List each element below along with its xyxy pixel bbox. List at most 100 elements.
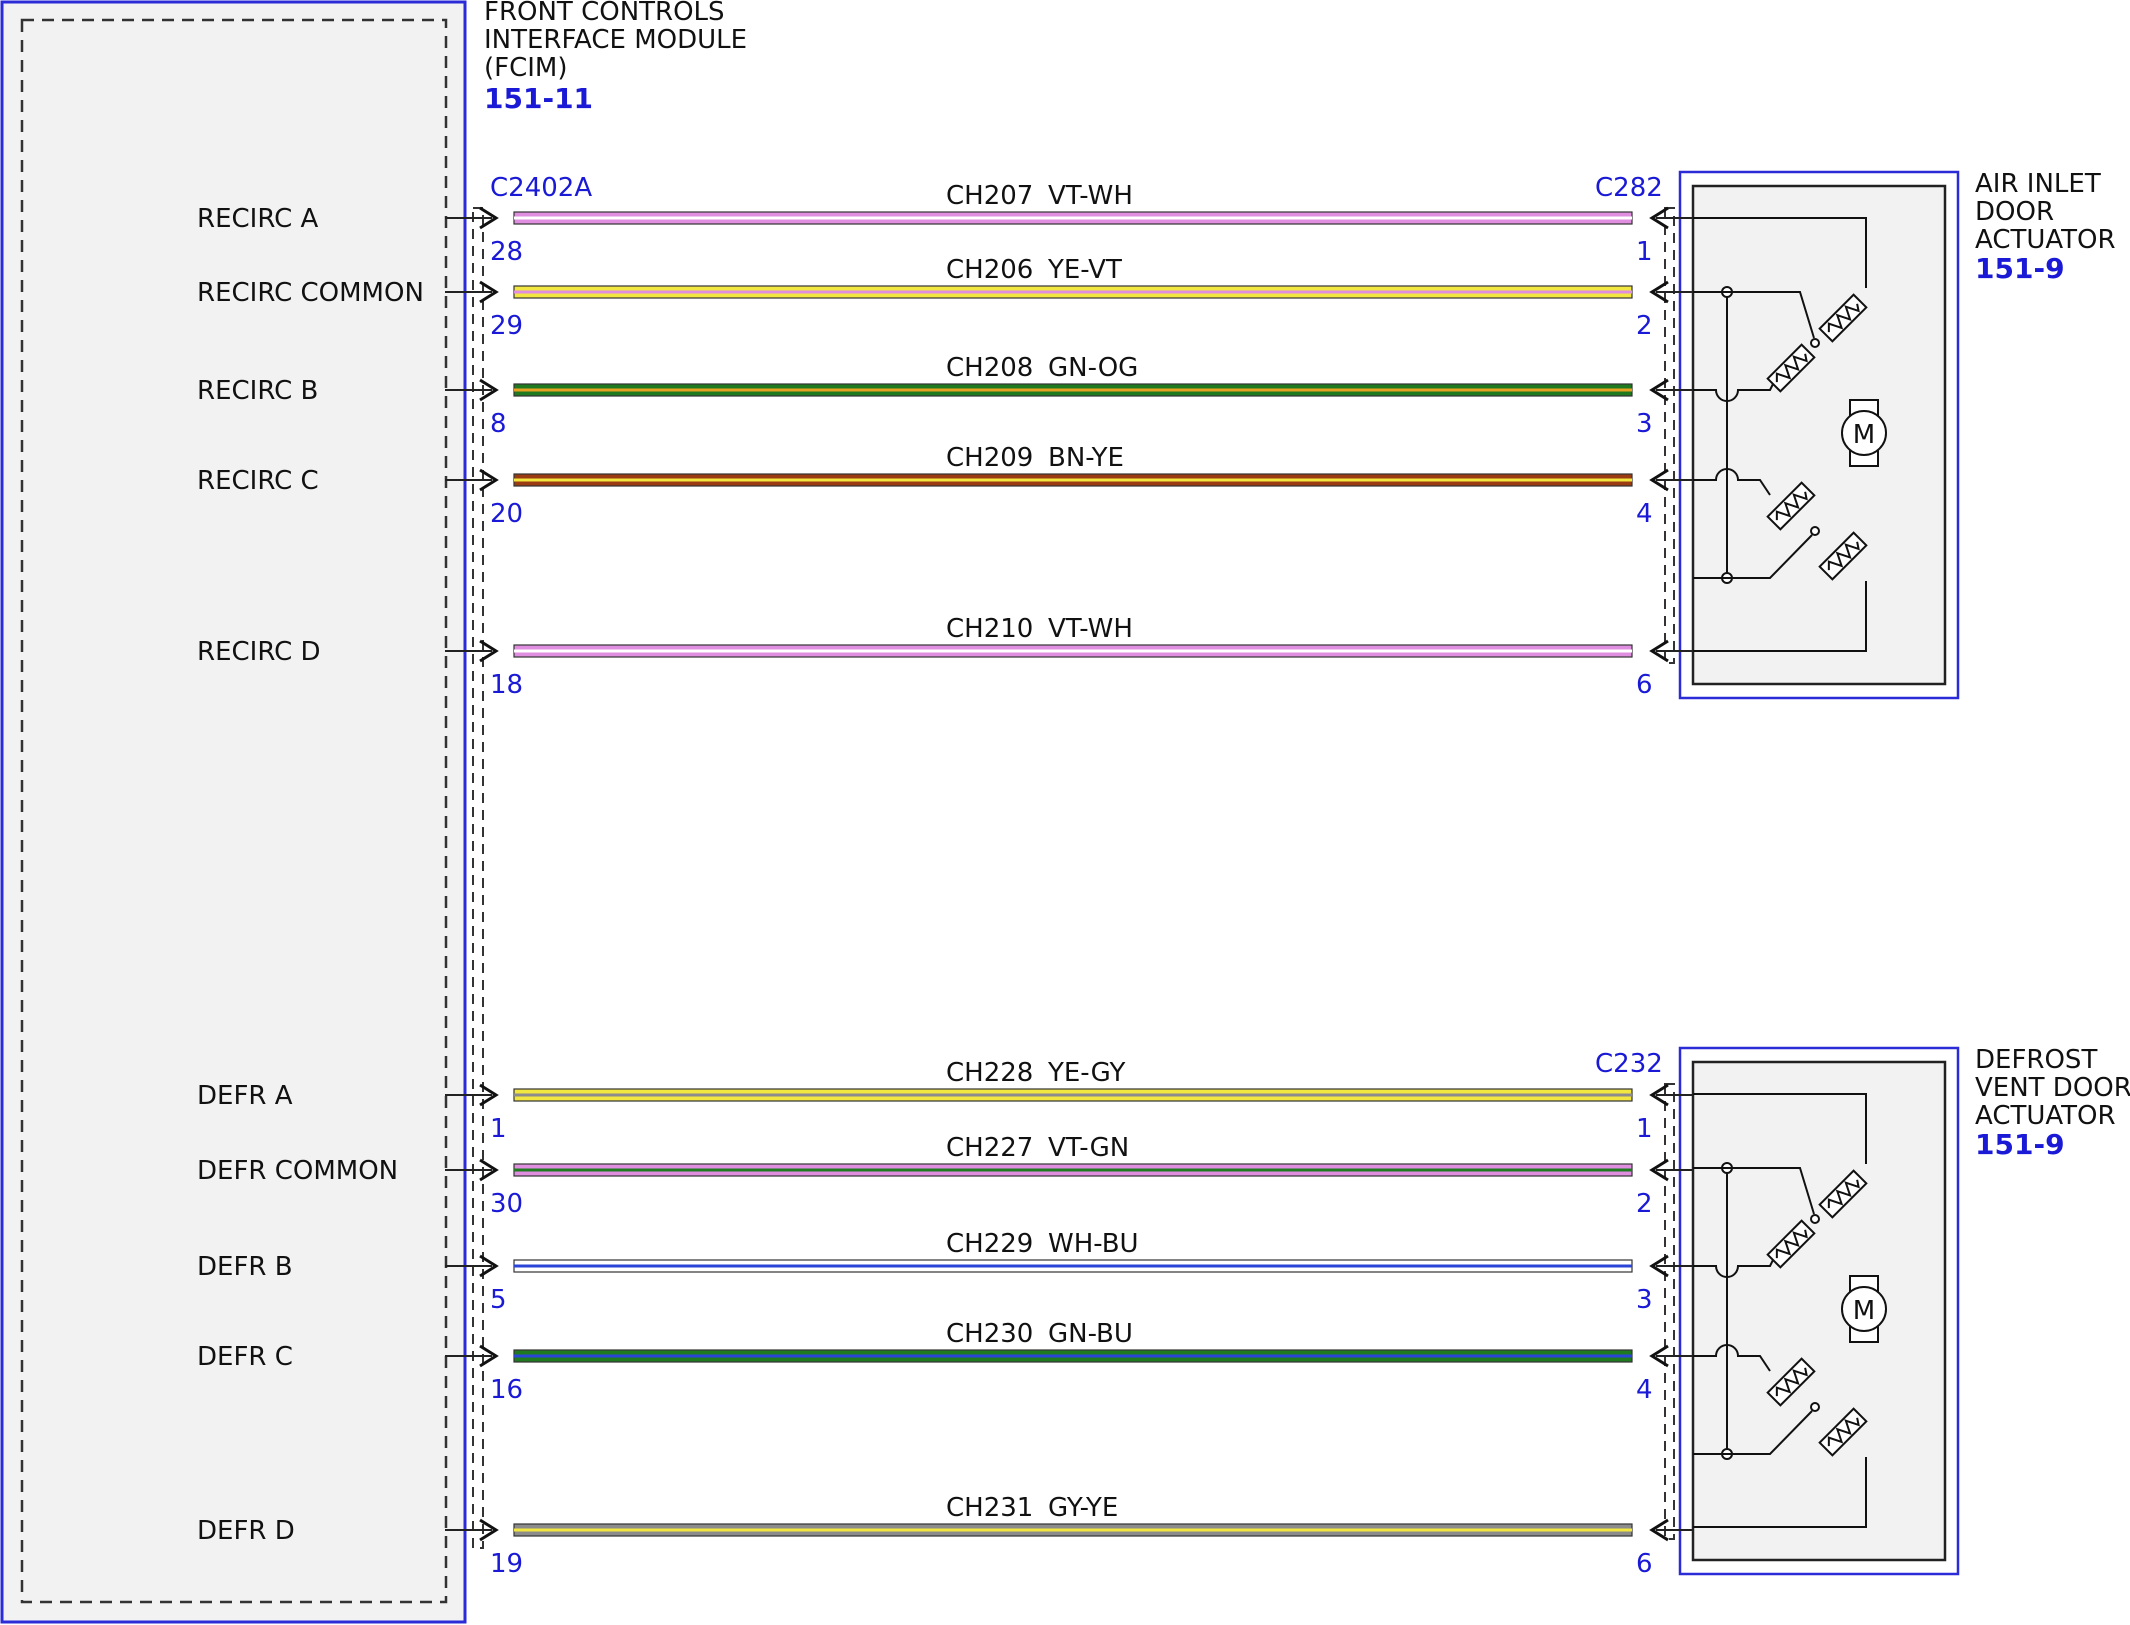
module-title-line-2: INTERFACE MODULE [484, 25, 747, 55]
signal-label: RECIRC B [197, 376, 318, 406]
module-pin: 5 [490, 1285, 507, 1315]
connector-arrow [1649, 1254, 1669, 1278]
pin3-trace [1693, 369, 1781, 402]
actuator-body [1691, 184, 1947, 686]
module-pin: 28 [490, 237, 523, 267]
pin3-trace [1693, 1245, 1781, 1278]
module-pin: 1 [490, 1114, 507, 1144]
coil [1766, 343, 1816, 393]
coil-winding [1775, 1229, 1808, 1259]
actuator-pin: 6 [1636, 670, 1653, 700]
pin6-trace [1693, 1457, 1867, 1528]
module-caption: FRONT CONTROLS INTERFACE MODULE (FCIM) 1… [484, 0, 747, 115]
motor-label: M [1853, 420, 1875, 450]
connector-arrow [1649, 378, 1669, 402]
actuator-pin: 1 [1636, 1114, 1653, 1144]
signal-label: DEFR D [197, 1516, 295, 1546]
wire-color-code: VT-GN [1048, 1133, 1129, 1163]
fcim-module [0, 0, 467, 1624]
module-pin: 29 [490, 311, 523, 341]
actuator-connector-outline [1664, 1083, 1675, 1540]
coil-winding [1827, 541, 1860, 571]
connector-arrow [1649, 639, 1669, 663]
connector-arrow [479, 378, 499, 402]
actuator-pin: 3 [1636, 1285, 1653, 1315]
coil [1766, 481, 1816, 531]
actuator-pin: 2 [1636, 1189, 1653, 1219]
common-return [1693, 534, 1813, 579]
wire-color-code: GN-OG [1048, 353, 1138, 383]
actuator-internal-circuit: M [1693, 1093, 1887, 1528]
connector-arrow [479, 639, 499, 663]
actuator-title-line-3: ACTUATOR [1975, 225, 2116, 255]
module-pin: 19 [490, 1549, 523, 1579]
connector-arrow [479, 1254, 499, 1278]
connector-arrow [479, 1083, 499, 1107]
actuator-pin: 4 [1636, 1375, 1653, 1405]
signal-label: DEFR A [197, 1081, 293, 1111]
connector-arrow [1649, 1518, 1669, 1542]
connector-arrow [479, 1344, 499, 1368]
actuator-title-line-2: VENT DOOR [1975, 1073, 2130, 1103]
common-return [1693, 1410, 1813, 1455]
connector-arrow [479, 206, 499, 230]
actuator-pin: 2 [1636, 311, 1653, 341]
actuator-pin: 1 [1636, 237, 1653, 267]
circuit-id: CH229 [946, 1229, 1033, 1259]
coil-winding [1827, 1179, 1860, 1209]
connector-arrow [479, 280, 499, 304]
coil-junction [1810, 526, 1820, 536]
module-border [0, 0, 467, 1624]
defrost-vent-door-actuator: C232 DEFROST VENT DOOR ACTUATOR 151-9 M [1595, 1045, 2130, 1576]
circuit-id: CH230 [946, 1319, 1033, 1349]
coil-junction [1810, 1402, 1820, 1412]
signal-label: RECIRC C [197, 466, 319, 496]
module-pin: 18 [490, 670, 523, 700]
coil [1818, 1169, 1868, 1219]
module-connector-outline [472, 207, 484, 1549]
coil [1818, 1407, 1868, 1457]
circuit-id: CH206 [946, 255, 1033, 285]
connector-arrow [1649, 1344, 1669, 1368]
actuator-ref: 151-9 [1975, 252, 2065, 285]
module-pin: 16 [490, 1375, 523, 1405]
coil-winding [1775, 1367, 1808, 1397]
pin1-trace [1693, 217, 1867, 288]
circuit-id: CH231 [946, 1493, 1033, 1523]
motor-icon [1841, 1286, 1887, 1332]
module-pin: 20 [490, 499, 523, 529]
pin6-trace [1693, 581, 1867, 652]
connector-arrow [1649, 280, 1669, 304]
actuator-title-line-1: AIR INLET [1975, 169, 2101, 199]
actuator-connector-label: C282 [1595, 173, 1663, 203]
wire-color-code: VT-WH [1048, 181, 1133, 211]
coil-junction [1810, 1214, 1820, 1224]
motor-icon [1841, 410, 1887, 456]
pin4-trace [1693, 468, 1771, 496]
signal-label: RECIRC D [197, 637, 321, 667]
module-dashed-outline [20, 18, 448, 1604]
coil [1818, 293, 1868, 343]
actuator-pin: 6 [1636, 1549, 1653, 1579]
wire-row: RECIRC COMMON CH206 YE-VT 29 2 [197, 255, 1693, 341]
signal-label: RECIRC COMMON [197, 278, 424, 308]
circuit-id: CH207 [946, 181, 1033, 211]
actuator-pin: 3 [1636, 409, 1653, 439]
coil [1766, 1357, 1816, 1407]
wire-color-code: YE-VT [1047, 255, 1122, 285]
actuator-connector-label: C232 [1595, 1049, 1663, 1079]
connector-arrow [1649, 1158, 1669, 1182]
wire-color-code: GN-BU [1048, 1319, 1133, 1349]
pin4-trace [1693, 1344, 1771, 1372]
wire-color-code: VT-WH [1048, 614, 1133, 644]
